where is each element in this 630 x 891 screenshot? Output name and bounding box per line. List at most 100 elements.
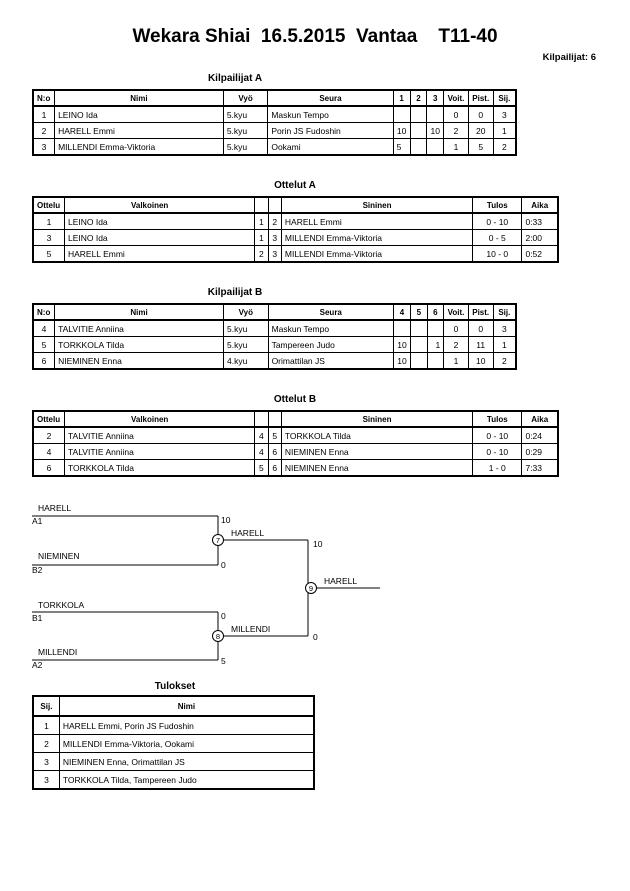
match-7-number: 7 xyxy=(216,536,220,545)
cell-blue-no: 3 xyxy=(267,229,282,246)
cell-points: 5 xyxy=(467,138,494,156)
cell-name: NIEMINEN Enna xyxy=(54,352,224,370)
cell-white: LEINO Ida xyxy=(63,229,256,246)
cell-result: 0 - 10 xyxy=(472,443,523,460)
pool-a-table: N:o Nimi Vyö Seura 1 2 3 Voit. Pist. Sij… xyxy=(32,89,517,156)
col-club: Seura xyxy=(267,89,394,107)
cell-points: 11 xyxy=(467,336,494,353)
cell-s1: 5 xyxy=(392,138,411,156)
col-rank: Sij. xyxy=(32,695,60,717)
semi1-top-score: 10 xyxy=(221,515,231,525)
cell-match: 6 xyxy=(32,459,65,477)
col-match: Ottelu xyxy=(32,410,65,428)
final-bottom-score: 0 xyxy=(313,632,318,642)
match-7-marker xyxy=(212,534,224,546)
cell-rank: 2 xyxy=(492,138,517,156)
cell-name: MILLENDI Emma-Viktoria, Ookami xyxy=(58,734,315,753)
cell-s1: 10 xyxy=(392,352,412,370)
cell-s1: 10 xyxy=(392,122,411,139)
col-name: Nimi xyxy=(54,89,224,107)
page-title: Wekara Shiai 16.5.2015 Vantaa T11-40 xyxy=(132,26,498,47)
cell-blue-no: 3 xyxy=(267,245,282,263)
semi2-top-name: TORKKOLA xyxy=(38,600,84,610)
semi2-bottom-name: MILLENDI xyxy=(38,647,77,657)
cell-rank: 2 xyxy=(32,734,60,753)
cell-belt: 5.kyu xyxy=(222,122,269,139)
cell-time: 0:52 xyxy=(521,245,559,263)
pool-b-header-row: N:o Nimi Vyö Seura 4 5 6 Voit. Pist. Sij… xyxy=(32,303,517,321)
table-row: 1 LEINO Ida 5.kyu Maskun Tempo 0 0 3 xyxy=(32,105,517,123)
cell-match: 4 xyxy=(32,443,65,460)
col-score-5: 5 xyxy=(410,303,428,321)
pool-a-header-row: N:o Nimi Vyö Seura 1 2 3 Voit. Pist. Sij… xyxy=(32,89,517,107)
cell-time: 2:00 xyxy=(521,229,559,246)
col-wins: Voit. xyxy=(443,89,469,107)
semi2-top-score: 0 xyxy=(221,611,226,621)
table-row: 6 NIEMINEN Enna 4.kyu Orimattilan JS 10 … xyxy=(32,352,517,370)
cell-name: HARELL Emmi xyxy=(54,122,224,139)
cell-name: TORKKOLA Tilda, Tampereen Judo xyxy=(58,770,315,790)
semi1-winner: HARELL xyxy=(231,528,264,538)
semi2-top-seed: B1 xyxy=(32,613,43,623)
competitor-count: Kilpailijat: 6 xyxy=(542,52,596,63)
cell-blue-no: 6 xyxy=(267,443,282,460)
cell-result: 1 - 0 xyxy=(472,459,523,477)
pool-a-heading: Kilpailijat A xyxy=(207,73,263,84)
table-row: 5 TORKKOLA Tilda 5.kyu Tampereen Judo 10… xyxy=(32,336,517,353)
col-wins: Voit. xyxy=(443,303,469,321)
match-8-marker xyxy=(212,630,224,642)
cell-s3: 10 xyxy=(426,122,445,139)
col-time: Aika xyxy=(521,410,559,428)
cell-blue: MILLENDI Emma-Viktoria xyxy=(280,245,474,263)
col-result: Tulos xyxy=(472,410,523,428)
table-row: 2 HARELL Emmi 5.kyu Porin JS Fudoshin 10… xyxy=(32,122,517,139)
cell-club: Tampereen Judo xyxy=(267,336,394,353)
col-result: Tulos xyxy=(472,196,523,214)
pool-b-table: N:o Nimi Vyö Seura 4 5 6 Voit. Pist. Sij… xyxy=(32,303,517,370)
col-points: Pist. xyxy=(467,89,494,107)
col-name: Nimi xyxy=(58,695,315,717)
final-winner: HARELL xyxy=(324,576,357,586)
semi2-bottom-seed: A2 xyxy=(32,660,43,670)
cell-points: 10 xyxy=(467,352,494,370)
match-8-number: 8 xyxy=(216,632,220,641)
results-header-row: Sij. Nimi xyxy=(32,695,315,717)
col-time: Aika xyxy=(521,196,559,214)
cell-time: 7:33 xyxy=(521,459,559,477)
matches-b-heading: Ottelut B xyxy=(273,394,317,405)
cell-match: 5 xyxy=(32,245,65,263)
cell-white: TALVITIE Anniina xyxy=(63,443,256,460)
semi2-bottom-score: 5 xyxy=(221,656,226,666)
table-row: 3 MILLENDI Emma-Viktoria 5.kyu Ookami 5 … xyxy=(32,138,517,156)
semi1-bottom-name: NIEMINEN xyxy=(38,551,80,561)
cell-match: 3 xyxy=(32,229,65,246)
cell-name: NIEMINEN Enna, Orimattilan JS xyxy=(58,752,315,771)
matches-b-header-row: Ottelu Valkoinen Sininen Tulos Aika xyxy=(32,410,559,428)
cell-rank: 3 xyxy=(32,752,60,771)
cell-result: 10 - 0 xyxy=(472,245,523,263)
col-score-6: 6 xyxy=(426,303,445,321)
cell-name: HARELL Emmi, Porin JS Fudoshin xyxy=(58,715,315,735)
semi1-top-seed: A1 xyxy=(32,516,43,526)
cell-s1: 10 xyxy=(392,336,412,353)
cell-rank: 1 xyxy=(492,122,517,139)
cell-s3 xyxy=(426,138,445,156)
col-blue-no xyxy=(267,196,282,214)
col-rank: Sij. xyxy=(492,89,517,107)
cell-points: 20 xyxy=(467,122,494,139)
col-points: Pist. xyxy=(467,303,494,321)
final-top-score: 10 xyxy=(313,539,323,549)
table-row: 4 TALVITIE Anniina 5.kyu Maskun Tempo 0 … xyxy=(32,319,517,337)
cell-rank: 3 xyxy=(492,105,517,123)
